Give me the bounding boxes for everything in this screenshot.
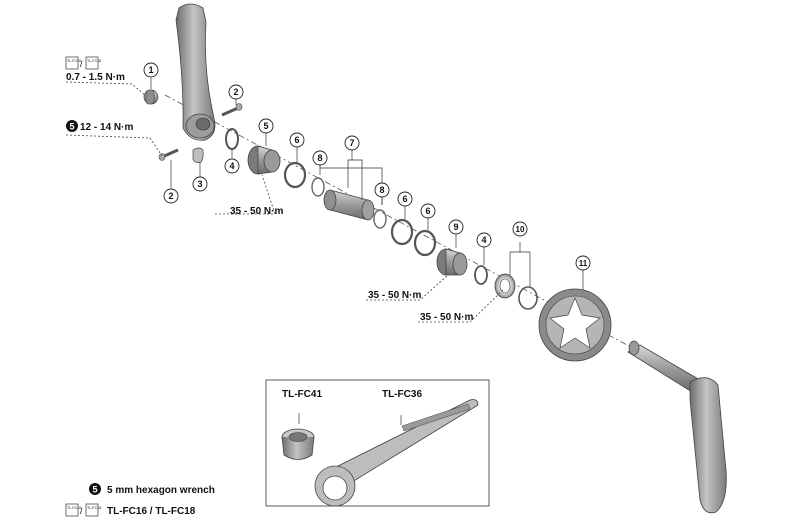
callout-c4a: 4 (224, 158, 240, 174)
svg-text:TL-FC18: TL-FC18 (87, 59, 101, 63)
callout-c9: 9 (448, 219, 464, 235)
svg-text:TL-FC16: TL-FC16 (67, 506, 81, 510)
callout-c2b: 2 (163, 188, 179, 204)
torque-leaders (65, 81, 504, 323)
callout-number: 11 (579, 259, 588, 268)
callout-c7: 7 (344, 135, 360, 151)
svg-text:5: 5 (92, 485, 97, 495)
callout-c6c: 6 (420, 203, 436, 219)
callout-c4b: 4 (476, 232, 492, 248)
spacers-part-10 (494, 273, 538, 310)
callout-c8b: 8 (374, 182, 390, 198)
tool-tl-fc36 (314, 399, 479, 507)
callout-c10: 10 (512, 221, 528, 237)
crank-cap-part-1 (143, 89, 159, 105)
hex-wrench-badge-top: 5 (66, 120, 78, 132)
tool-label-tl-fc36: TL-FC36 (382, 389, 422, 400)
legend-tool-text: TL-FC16 / TL-FC18 (107, 506, 196, 517)
bb-cup-part-9 (436, 248, 468, 276)
ring-part-4-left (225, 128, 239, 150)
ring-part-4-right (474, 265, 488, 285)
chainring-part-11 (538, 288, 612, 362)
svg-text:TL-FC16: TL-FC16 (67, 59, 81, 63)
torque-label-4: 35 - 50 N·m (368, 290, 421, 301)
tool-icon-tl-fc16-legend: TL-FC16 (65, 503, 81, 517)
seal-part-8a (311, 177, 325, 197)
callout-number: 7 (349, 138, 354, 148)
bracket-10 (509, 242, 531, 287)
callout-c2a: 2 (228, 84, 244, 100)
tool-label-tl-fc41: TL-FC41 (282, 389, 322, 400)
tool-icon-slash-top: / (80, 59, 83, 69)
left-crank-arm (175, 3, 216, 141)
seal-part-8b (373, 209, 387, 229)
o-ring-part-6a (283, 161, 307, 189)
callout-number: 3 (197, 179, 202, 189)
torque-label-1: 0.7 - 1.5 N·m (66, 72, 125, 83)
tool-icon-slash-legend: / (80, 506, 83, 516)
callout-number: 9 (453, 222, 458, 232)
pinch-bolt-upper (221, 103, 243, 117)
callout-number: 8 (317, 153, 322, 163)
callout-number: 8 (379, 185, 384, 195)
callout-c5: 5 (258, 118, 274, 134)
callout-c6b: 6 (397, 191, 413, 207)
safety-plate-part-3 (192, 147, 204, 163)
callout-number: 2 (233, 87, 238, 97)
right-crank-arm (627, 340, 727, 514)
pinch-bolt-lower (158, 148, 179, 161)
callout-number: 2 (168, 191, 173, 201)
callout-number: 6 (294, 135, 299, 145)
torque-label-2: 12 - 14 N·m (80, 122, 133, 133)
svg-text:5: 5 (69, 122, 74, 132)
callout-c6a: 6 (289, 132, 305, 148)
callout-number: 4 (229, 161, 234, 171)
callout-c3: 3 (192, 176, 208, 192)
callout-c8a: 8 (312, 150, 328, 166)
callout-number: 6 (402, 194, 407, 204)
torque-label-3: 35 - 50 N·m (230, 206, 283, 217)
tool-icon-tl-fc16-top: TL-FC16 (65, 56, 81, 70)
callout-c11: 11 (575, 255, 591, 271)
callout-c1: 1 (143, 62, 159, 78)
svg-text:TL-FC18: TL-FC18 (87, 506, 101, 510)
o-ring-part-6c (413, 229, 437, 257)
torque-label-5: 35 - 50 N·m (420, 312, 473, 323)
tool-icon-tl-fc18-top: TL-FC18 (85, 56, 101, 70)
callout-number: 5 (263, 121, 268, 131)
callout-number: 4 (481, 235, 486, 245)
tool-icon-tl-fc18-legend: TL-FC18 (85, 503, 101, 517)
o-ring-part-6b (390, 218, 414, 246)
tool-tl-fc41 (281, 428, 315, 460)
bb-sleeve-part-7 (323, 189, 375, 221)
callout-number: 1 (148, 65, 153, 75)
legend-hex-text: 5 mm hexagon wrench (107, 485, 215, 496)
legend-hex-badge: 5 (89, 483, 101, 495)
callout-number: 6 (425, 206, 430, 216)
bb-cup-part-5 (247, 145, 281, 175)
callout-number: 10 (516, 225, 525, 234)
